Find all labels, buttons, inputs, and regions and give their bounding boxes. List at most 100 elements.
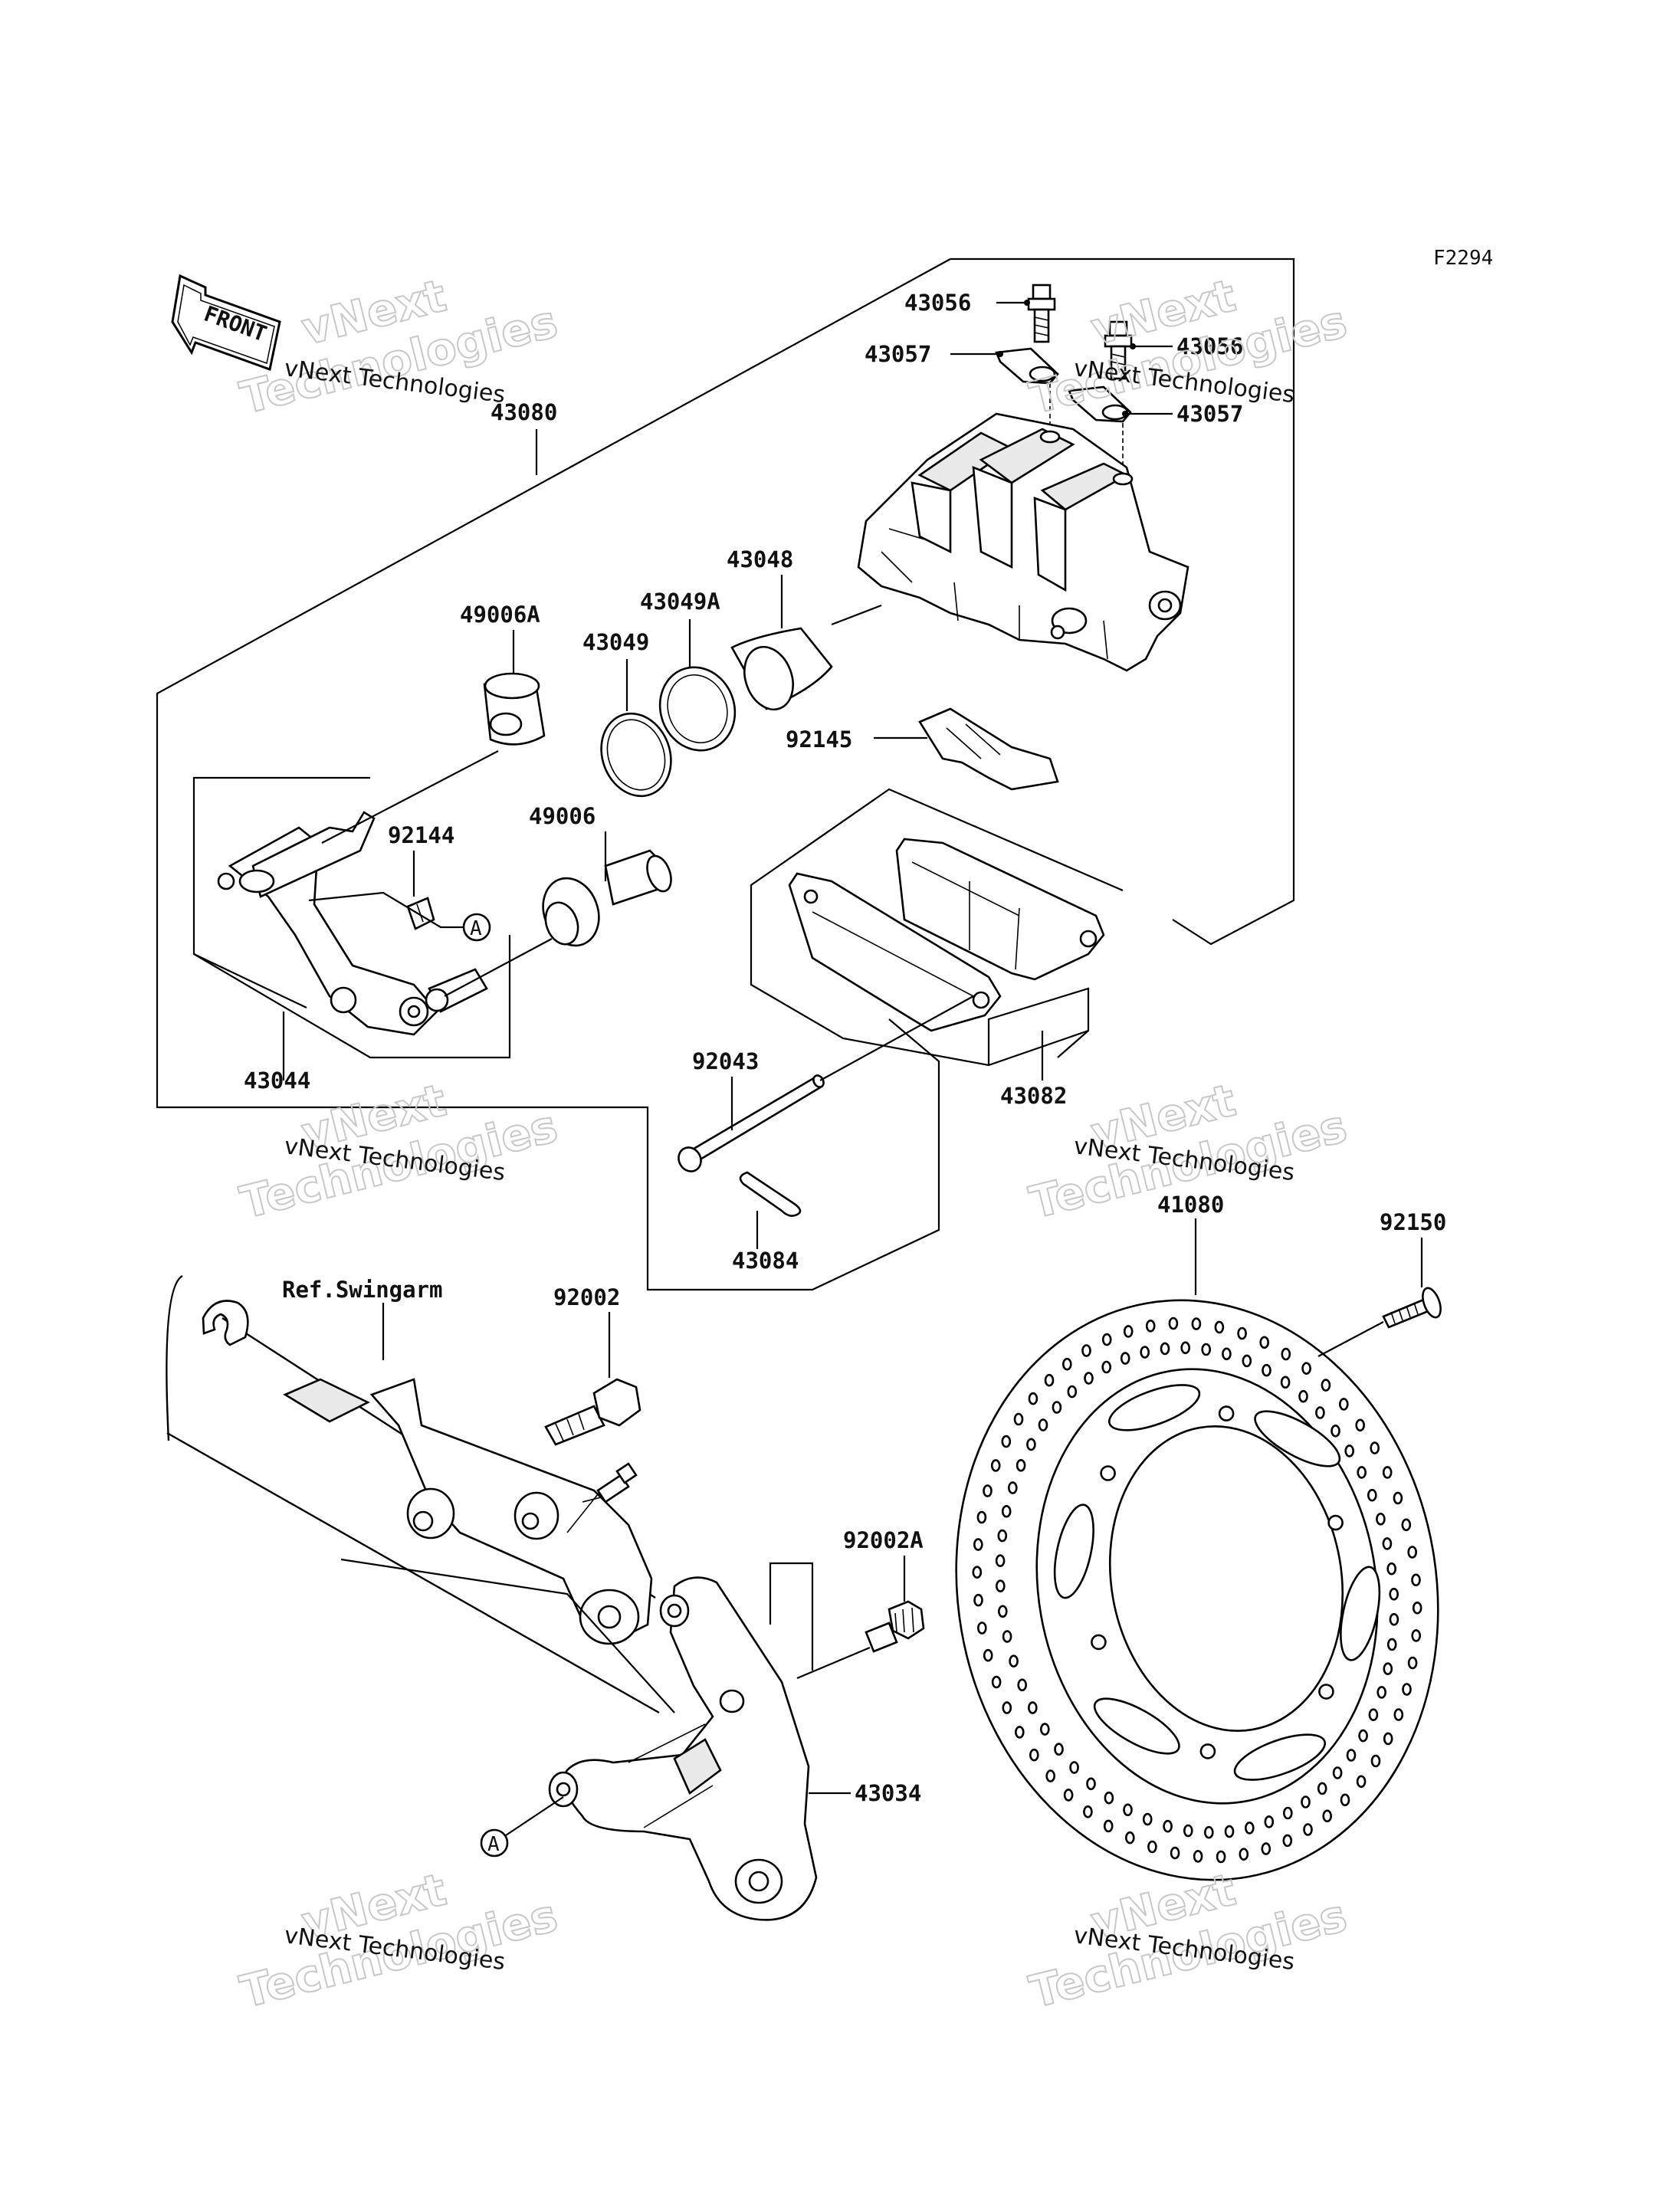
bolt-92150: [1382, 1287, 1442, 1329]
caliper-bracket: [217, 811, 488, 1036]
disc-hole: [1281, 1347, 1291, 1361]
disc-hole: [972, 1566, 983, 1579]
bleeder-screw-1: [1027, 284, 1056, 343]
disc-hole: [1370, 1441, 1380, 1454]
ref-swingarm-label: Ref.Swingarm: [282, 1277, 443, 1303]
assembly-outline-43080: [950, 257, 1295, 946]
disc-hole: [1101, 1333, 1112, 1346]
disc-hole: [1125, 1831, 1135, 1844]
disc-hole: [1062, 1357, 1072, 1371]
pad-spring-92145: [918, 707, 1059, 791]
disc-hole: [1339, 1398, 1349, 1411]
disc-hole: [1101, 1360, 1111, 1374]
disc-hole: [1015, 1726, 1025, 1739]
disc-hole: [1013, 1412, 1024, 1426]
disc-hole: [1214, 1320, 1225, 1334]
disc-hole: [1029, 1748, 1039, 1762]
pin-92043: [678, 1074, 825, 1172]
disc-hole: [1301, 1362, 1311, 1375]
disc-hole: [1301, 1795, 1311, 1808]
disc-slot: [1254, 1410, 1341, 1467]
disc-hole: [1401, 1518, 1412, 1532]
disc-hole: [1103, 1819, 1114, 1833]
disc-hole: [1368, 1708, 1379, 1721]
disc-hole: [1412, 1602, 1422, 1615]
swingarm-reference: [166, 1274, 660, 1714]
disc-hole: [1382, 1466, 1393, 1479]
bolt-92002A: [865, 1600, 925, 1653]
disc-hole: [1009, 1654, 1019, 1667]
disc-hole: [1411, 1629, 1421, 1642]
caliper-body: [857, 412, 1189, 672]
disc-hole: [995, 1554, 1006, 1567]
figure-code: F2294: [1433, 247, 1493, 270]
disc-hole: [1383, 1662, 1393, 1675]
disc-hole: [1016, 1459, 1026, 1472]
label-92145: 92145: [786, 726, 852, 753]
disc-hole: [1282, 1834, 1293, 1848]
disc-hole: [1142, 1812, 1153, 1826]
disc-slot: [1233, 1733, 1327, 1781]
disc-hole: [1123, 1325, 1134, 1338]
disc-hole: [997, 1529, 1008, 1543]
disc-hole: [1084, 1372, 1094, 1385]
bracket-outline-43044: [192, 776, 511, 1059]
label-43044: 43044: [244, 1067, 310, 1094]
disc-hole: [1038, 1418, 1048, 1431]
disc-hole: [983, 1484, 993, 1497]
brake-pad-front: [788, 872, 1002, 1032]
disc-hole: [1201, 1343, 1211, 1356]
boot-49006: [542, 849, 672, 947]
label-92144: 92144: [388, 822, 454, 848]
disc-hole: [1222, 1347, 1232, 1361]
disc-hole: [1389, 1613, 1399, 1626]
disc-hole: [1283, 1806, 1293, 1820]
callout-a-bottom-label: A: [487, 1833, 500, 1856]
disc-hole: [1008, 1481, 1018, 1494]
disc-hole: [1147, 1840, 1157, 1854]
label-41080: 41080: [1157, 1192, 1224, 1218]
label-92043: 92043: [692, 1048, 759, 1074]
disc-hole: [1040, 1723, 1050, 1736]
label-43034: 43034: [855, 1780, 921, 1806]
disc-hole: [1259, 1336, 1269, 1349]
disc-hole: [1044, 1373, 1055, 1387]
disc-hole: [973, 1593, 983, 1607]
disc-hole: [1002, 1630, 1012, 1643]
disc-hole: [1332, 1766, 1343, 1779]
piston-43048: [730, 627, 833, 711]
disc-hole: [1356, 1775, 1367, 1789]
disc-slot: [1107, 1384, 1201, 1431]
disc-hole: [1411, 1573, 1421, 1587]
disc-hole: [1193, 1850, 1203, 1863]
disc-hole: [1180, 1341, 1190, 1355]
disc-hole: [998, 1605, 1008, 1618]
disc-hole: [996, 1579, 1006, 1592]
watermark-5: vNext Technologies vNext Technologies: [235, 1862, 563, 2018]
disc-hole: [1355, 1418, 1365, 1432]
disc-hole: [1315, 1406, 1325, 1419]
disc-hole: [1163, 1819, 1173, 1833]
disc-hole: [1358, 1729, 1368, 1743]
disc-hole: [1344, 1444, 1354, 1458]
disc-hole: [1386, 1638, 1397, 1651]
disc-hole: [1199, 1743, 1216, 1759]
disc-hole: [1237, 1326, 1247, 1340]
disc-hole: [1191, 1317, 1202, 1330]
disc-hole: [1264, 1815, 1275, 1828]
label-49006A: 49006A: [460, 602, 540, 628]
disc-hole: [1204, 1825, 1214, 1839]
disc-hole: [1331, 1425, 1340, 1438]
disc-hole: [1170, 1846, 1180, 1860]
disc-hole: [1298, 1389, 1308, 1403]
disc-hole: [1001, 1435, 1012, 1448]
disc-hole: [1407, 1656, 1418, 1670]
bleeder-screw-2: [1104, 320, 1133, 380]
disc-hole: [990, 1459, 1001, 1472]
disc-hole: [1224, 1825, 1235, 1838]
disc-slot: [1340, 1566, 1381, 1661]
disc-hole: [1145, 1320, 1156, 1333]
bolt-92002: [544, 1378, 641, 1446]
disc-hole: [1382, 1537, 1393, 1550]
